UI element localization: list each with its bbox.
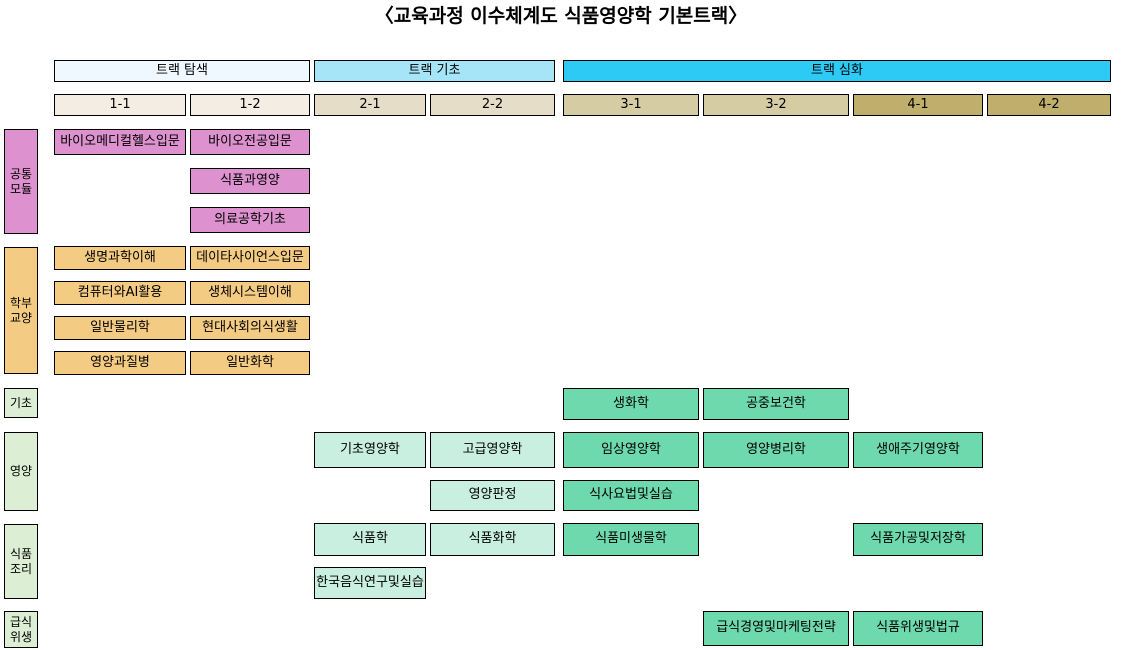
course-box: 영양판정 <box>430 480 555 511</box>
course-box: 식품화학 <box>430 523 555 556</box>
course-box: 생체시스템이해 <box>190 281 310 305</box>
page-title: 〈교육과정 이수체계도 식품영양학 기본트랙〉 <box>374 5 748 27</box>
course-box: 생명과학이해 <box>54 246 186 270</box>
course-box: 임상영양학 <box>563 432 699 468</box>
category-food-cooking: 식품 조리 <box>4 524 38 599</box>
course-box: 식품가공및저장학 <box>853 523 983 556</box>
semester-1-1: 1-1 <box>54 94 186 116</box>
semester-3-1: 3-1 <box>563 94 699 116</box>
course-box: 바이오메디컬헬스입문 <box>54 129 186 155</box>
course-box: 식품위생및법규 <box>853 611 983 646</box>
course-box: 고급영양학 <box>430 432 555 468</box>
semester-3-2: 3-2 <box>703 94 849 116</box>
course-box: 급식경영및마케팅전략 <box>703 611 849 646</box>
course-box: 바이오전공입문 <box>190 129 310 155</box>
course-box: 현대사회의식생활 <box>190 316 310 340</box>
course-box: 영양과질병 <box>54 351 186 375</box>
course-box: 의료공학기초 <box>190 207 310 233</box>
course-box: 컴퓨터와AI활용 <box>54 281 186 305</box>
semester-4-2: 4-2 <box>987 94 1111 116</box>
track-deep: 트랙 심화 <box>563 60 1111 82</box>
course-box: 공중보건학 <box>703 388 849 420</box>
category-foodservice-hygiene: 급식 위생 <box>4 611 38 648</box>
course-box: 식품학 <box>314 523 426 556</box>
category-nutrition: 영양 <box>4 432 38 511</box>
course-box: 일반화학 <box>190 351 310 375</box>
category-basic: 기초 <box>4 388 38 418</box>
category-common-module: 공통 모듈 <box>4 129 38 234</box>
course-box: 일반물리학 <box>54 316 186 340</box>
course-box: 기초영양학 <box>314 432 426 468</box>
semester-2-2: 2-2 <box>430 94 555 116</box>
track-explore: 트랙 탐색 <box>54 60 310 82</box>
semester-1-2: 1-2 <box>190 94 310 116</box>
semester-4-1: 4-1 <box>853 94 983 116</box>
semester-2-1: 2-1 <box>314 94 426 116</box>
course-box: 식품과영양 <box>190 168 310 194</box>
course-box: 생애주기영양학 <box>853 432 983 468</box>
course-box: 데이타사이언스입문 <box>190 246 310 270</box>
track-basic: 트랙 기초 <box>314 60 555 82</box>
category-liberal-arts: 학부 교양 <box>4 247 38 374</box>
course-box: 생화학 <box>563 388 699 420</box>
course-box: 한국음식연구및실습 <box>314 567 426 599</box>
course-box: 식사요법및실습 <box>563 480 699 511</box>
course-box: 영양병리학 <box>703 432 849 468</box>
course-box: 식품미생물학 <box>563 523 699 556</box>
